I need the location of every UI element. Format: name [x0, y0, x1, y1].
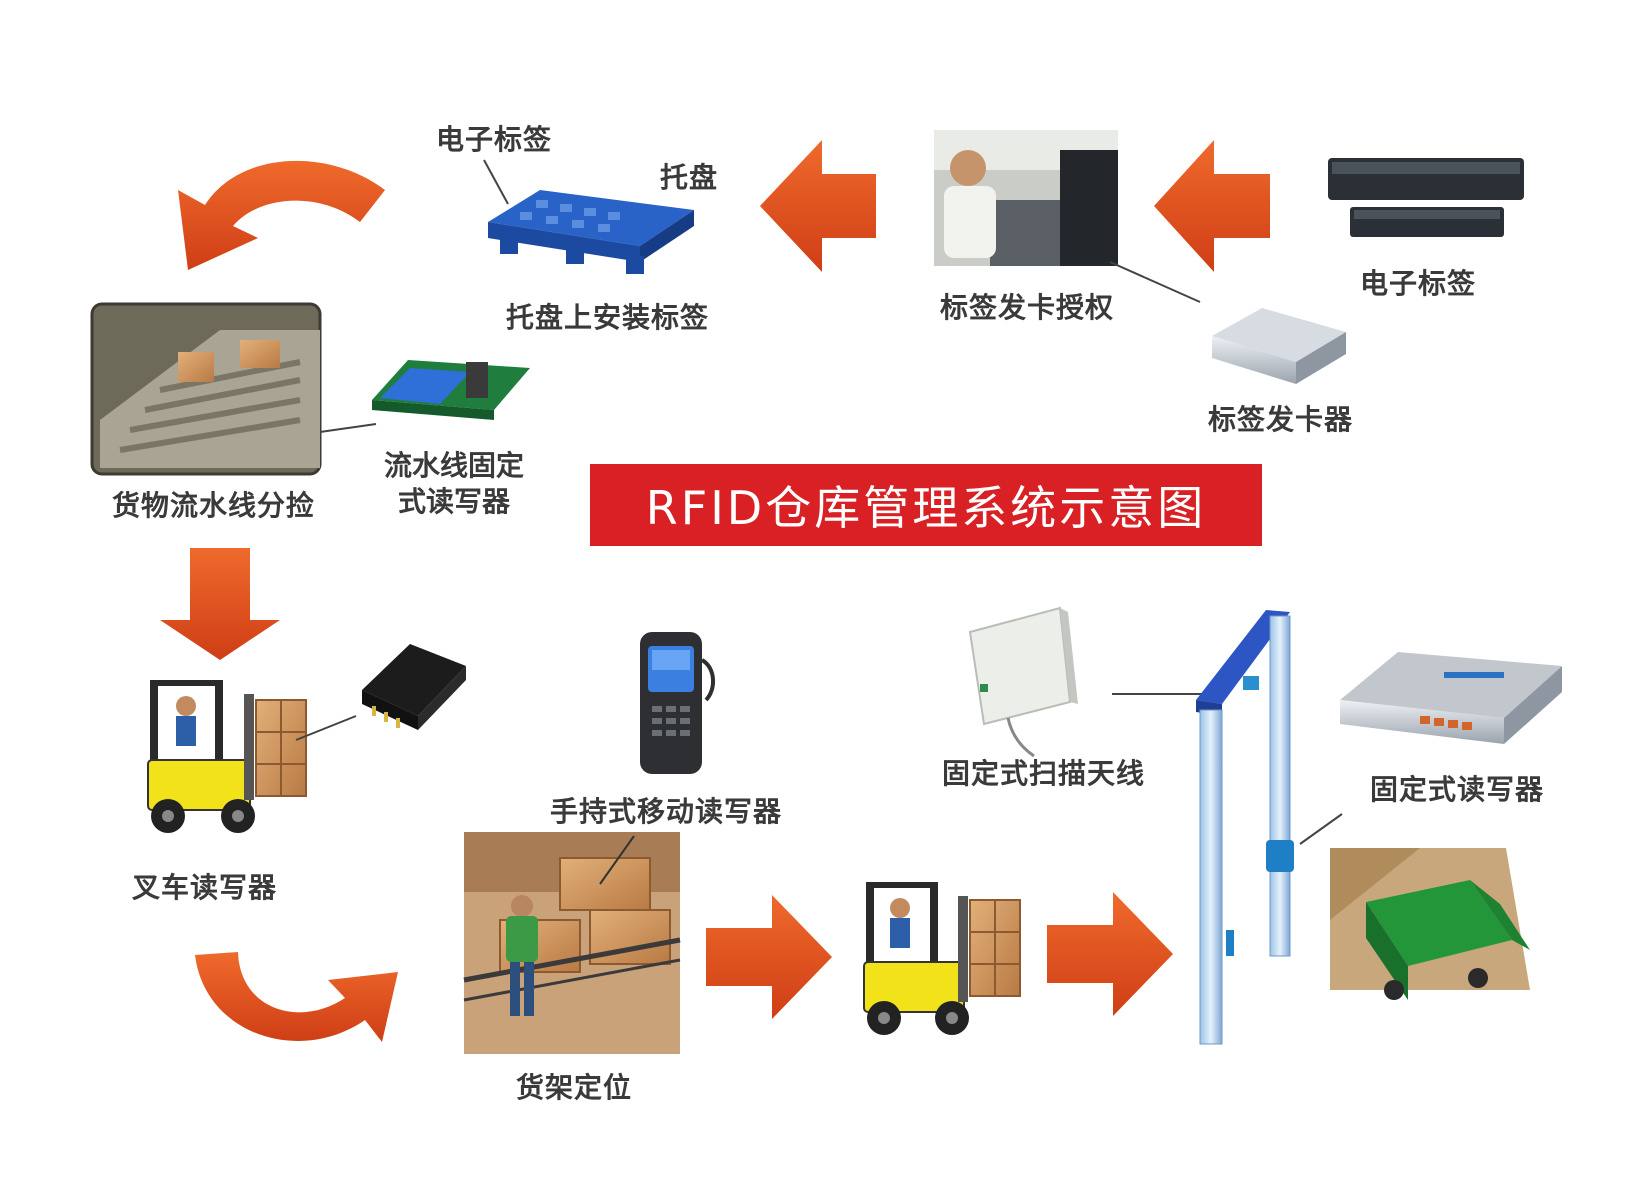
arrow-curve-bottom-left	[195, 952, 398, 1042]
label-forklift-reader: 叉车读写器	[132, 871, 278, 904]
shelf-photo	[463, 832, 681, 1054]
pallet-icon	[488, 190, 694, 274]
fixed-reader-device	[1340, 652, 1562, 744]
arrow-right-1	[706, 895, 832, 1019]
label-fixed-reader: 固定式读写器	[1370, 773, 1545, 806]
fixed-scan-antenna	[968, 606, 1078, 758]
label-electronic-tag-right: 电子标签	[1360, 267, 1477, 300]
forklift-icon-1	[147, 680, 307, 833]
truck-photo	[1330, 848, 1530, 1000]
arrow-left-1	[1154, 140, 1270, 272]
arrow-down	[160, 548, 280, 660]
label-cargo-line-sort: 货物流水线分捡	[112, 489, 316, 522]
label-tag-issue-auth: 标签发卡授权	[940, 291, 1115, 324]
tag-issue-photo	[934, 130, 1118, 266]
forklift-reader-device	[362, 644, 466, 730]
label-electronic-tag-top: 电子标签	[436, 123, 553, 156]
rfid-tag-icon	[1328, 158, 1524, 237]
label-handheld-reader: 手持式移动读写器	[550, 795, 783, 828]
tag-issuer-device	[1212, 308, 1346, 384]
arrow-right-2	[1047, 892, 1173, 1016]
forklift-icon-2	[863, 882, 1021, 1035]
label-fixed-scan-antenna: 固定式扫描天线	[942, 757, 1146, 790]
cargo-line-photo	[90, 302, 322, 476]
label-tag-issuer: 标签发卡器	[1208, 403, 1354, 436]
arrow-left-2	[760, 140, 876, 272]
label-line-fixed-reader-line1: 流水线固定	[383, 449, 524, 482]
diagram-title: RFID仓库管理系统示意图	[645, 481, 1207, 535]
title-banner: RFID仓库管理系统示意图	[590, 464, 1262, 546]
rfid-gate	[1196, 610, 1294, 1045]
label-line-fixed-reader-line2: 式读写器	[397, 485, 510, 518]
line-fixed-reader-device	[372, 360, 530, 420]
handheld-reader-device	[640, 632, 715, 774]
label-shelf-positioning: 货架定位	[516, 1071, 633, 1104]
arrow-curve-top-left	[178, 160, 385, 270]
label-pallet-tag-install: 托盘上安装标签	[506, 301, 710, 334]
label-pallet: 托盘	[660, 161, 719, 194]
label-line-fixed-reader: 流水线固定 式读写器	[374, 448, 534, 520]
